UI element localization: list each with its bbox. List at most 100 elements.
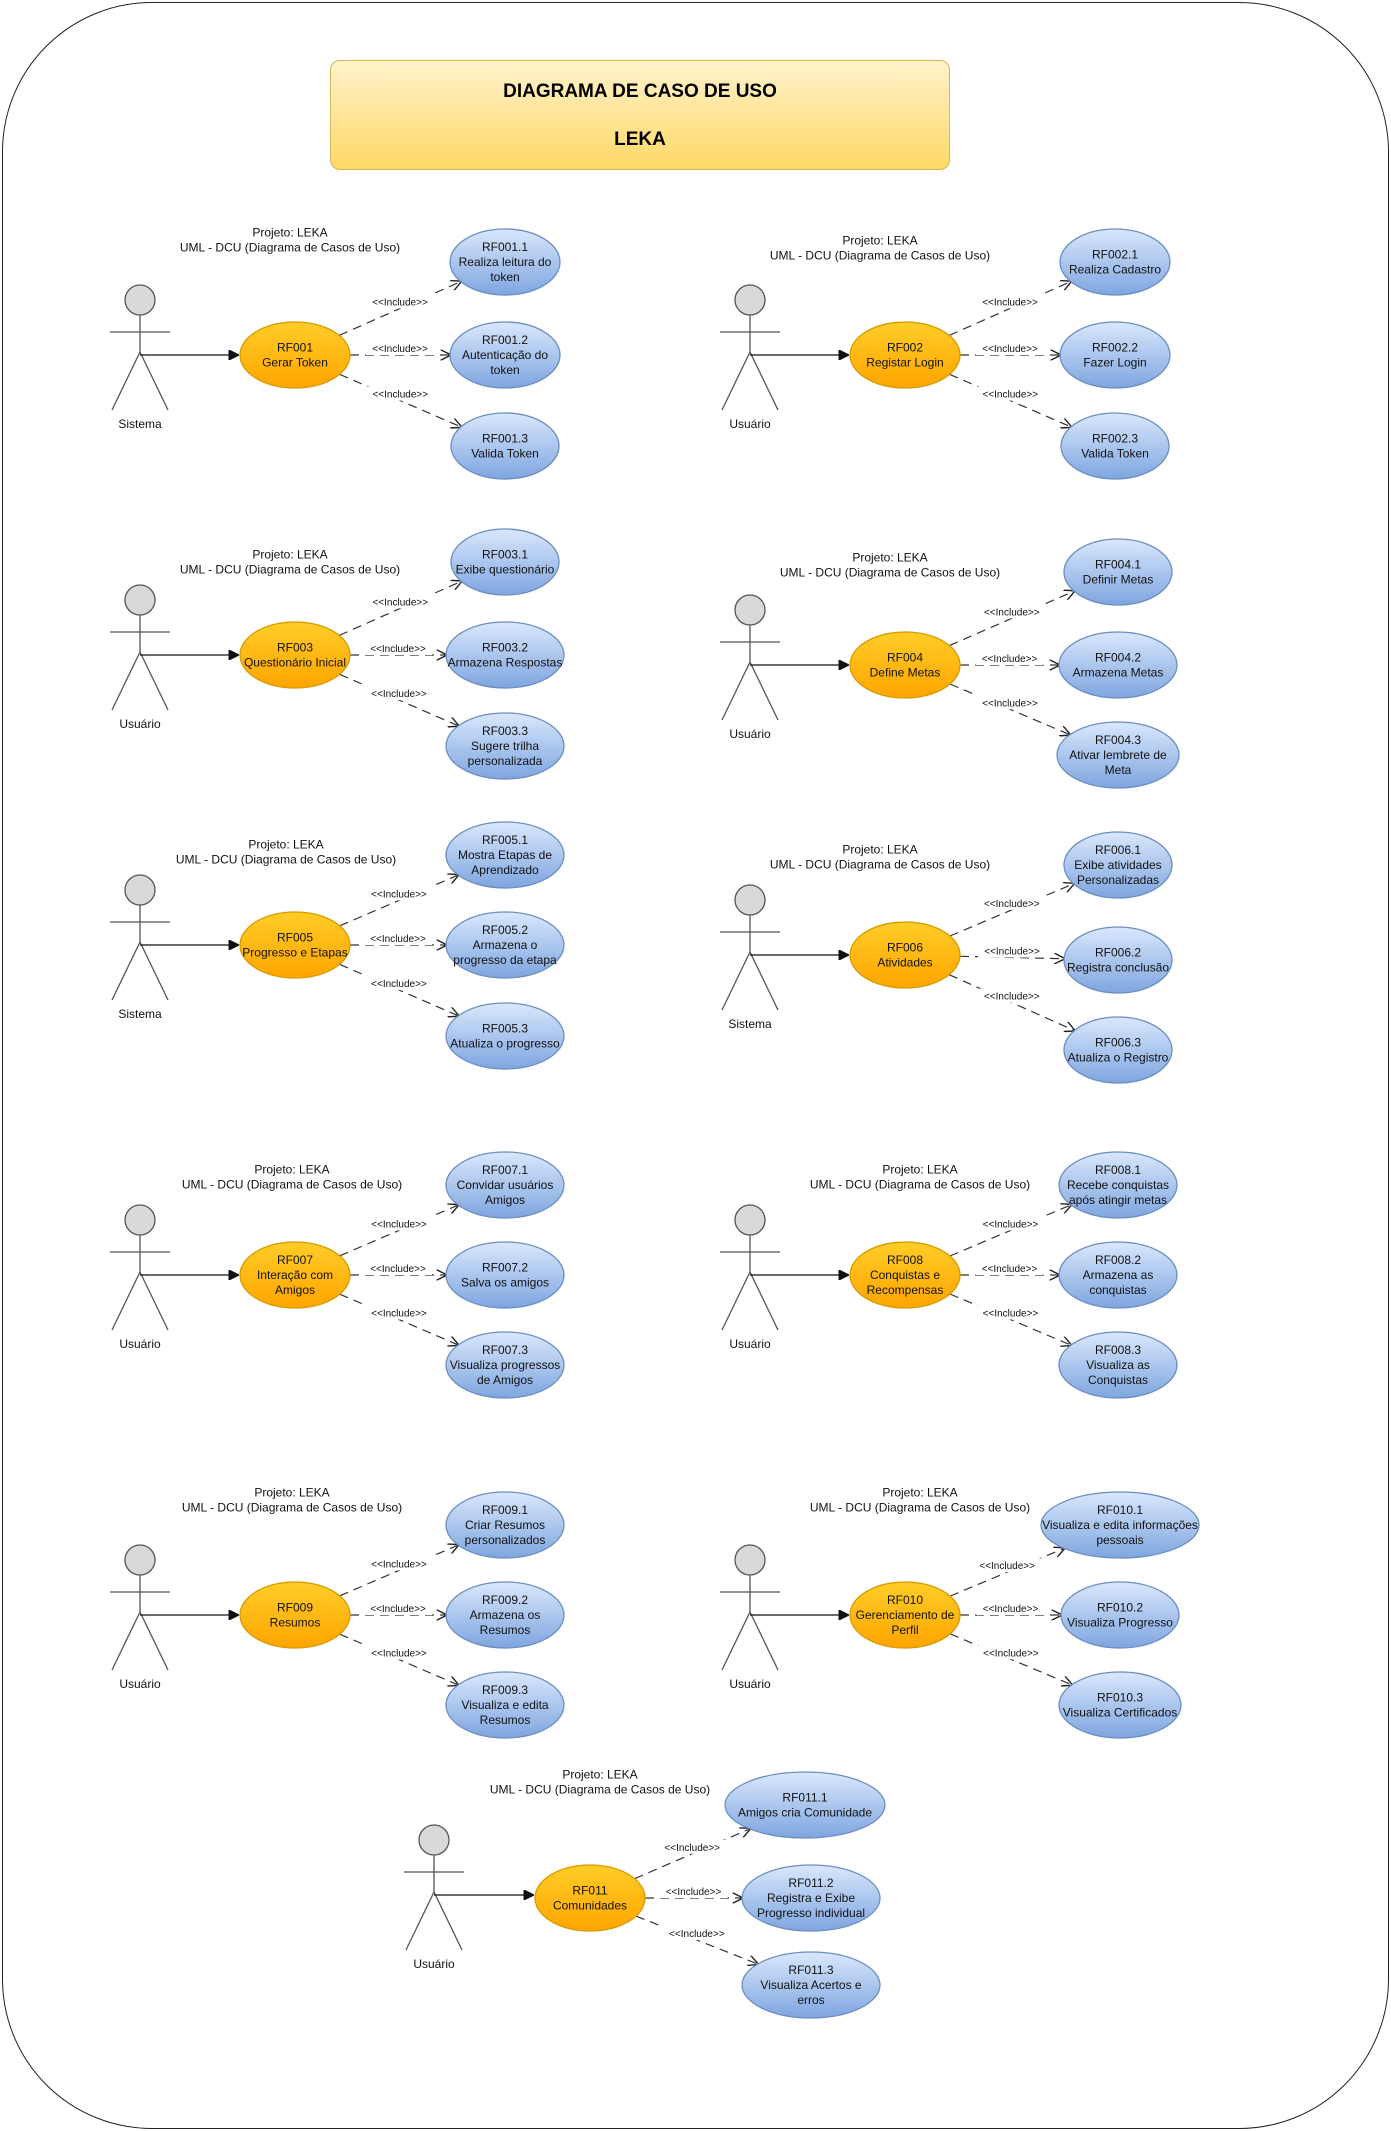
svg-text:<<Include>>: <<Include>> [370,1264,426,1275]
svg-text:<<Include>>: <<Include>> [372,597,428,608]
include-label: <<Include>> [976,294,1044,309]
svg-text:<<Include>>: <<Include>> [984,947,1040,958]
actor-label: Sistema [118,1007,162,1021]
include-label: <<Include>> [975,695,1044,710]
actor-label: Usuário [729,1677,771,1691]
include-label: <<Include>> [976,386,1045,401]
diagram-title: DIAGRAMA DE CASO DE USO [503,81,777,102]
svg-text:<<Include>>: <<Include>> [370,934,426,945]
include-label: <<Include>> [977,943,1046,958]
svg-text:<<Include>>: <<Include>> [983,1604,1039,1615]
actor-label: Sistema [118,417,162,431]
actor-label: Usuário [119,717,161,731]
svg-text:<<Include>>: <<Include>> [982,344,1038,355]
svg-text:<<Include>>: <<Include>> [666,1887,722,1898]
include-label: <<Include>> [975,1261,1044,1275]
include-label: <<Include>> [366,386,435,401]
svg-text:<<Include>>: <<Include>> [982,654,1038,665]
include-label: <<Include>> [364,1261,432,1275]
svg-text:<<Include>>: <<Include>> [982,1264,1038,1275]
actor-icon [110,1204,170,1331]
actor-label: Usuário [729,417,771,431]
svg-text:<<Include>>: <<Include>> [372,298,428,309]
include-label: <<Include>> [976,1601,1045,1615]
svg-text:<<Include>>: <<Include>> [983,1648,1039,1659]
actor-label: Usuário [119,1677,161,1691]
actor-label: Usuário [729,727,771,741]
svg-text:<<Include>>: <<Include>> [370,644,426,655]
include-label: <<Include>> [976,1305,1045,1320]
include-label: <<Include>> [366,341,434,355]
